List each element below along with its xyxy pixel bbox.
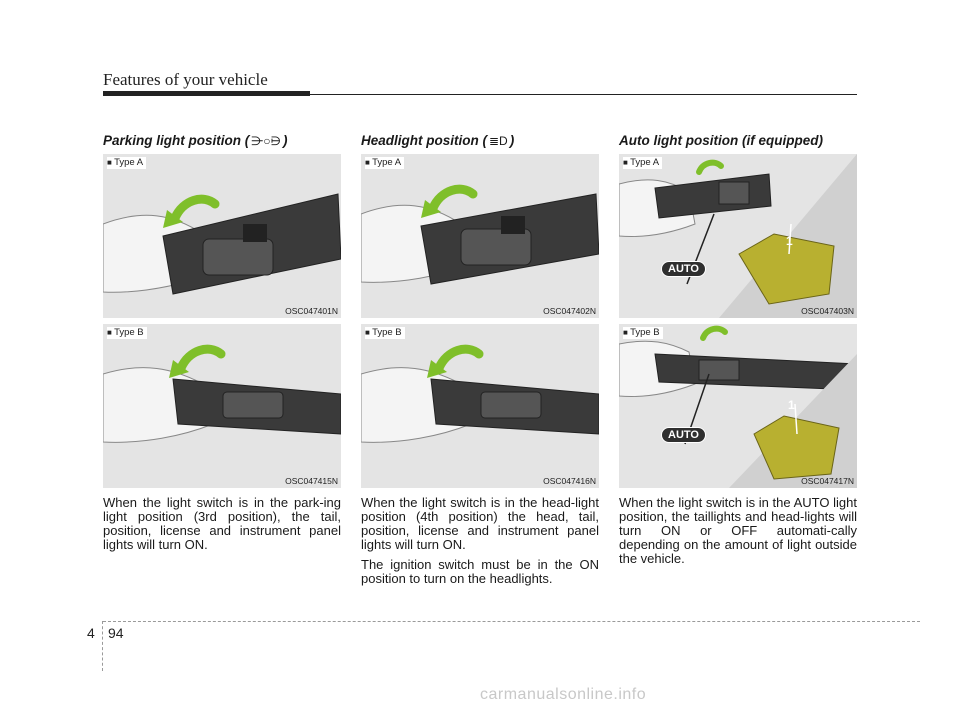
light-switch-illustration: [361, 184, 599, 285]
type-label: ■ Type B: [365, 327, 405, 339]
type-label-text: Type A: [630, 157, 660, 168]
paragraph: When the light switch is in the AUTO lig…: [619, 495, 857, 566]
auto-tag: AUTO: [661, 261, 706, 277]
body-text: When the light switch is in the head-lig…: [361, 496, 599, 586]
figure-type-b: ■ Type B OSC047415N: [103, 324, 341, 488]
header-rule-thin: [310, 94, 857, 95]
light-sensor: [738, 233, 835, 305]
rotate-arrow-icon: [170, 194, 220, 223]
figure-type-a: ■ Type A OSC047401N: [103, 154, 341, 318]
figure-code: OSC047415N: [285, 476, 338, 486]
section-headlight: Headlight position (≣D) ■ Type A OSC0474…: [361, 128, 599, 592]
figure-type-a: ■ Type A AUTO 1 OSC047403N: [619, 154, 857, 318]
section-parking-light: Parking light position (⋺○⋻) ■ Type A OS…: [103, 128, 341, 558]
callout-number: 1: [786, 234, 793, 248]
figure-code: OSC047402N: [543, 306, 596, 316]
paragraph: When the light switch is in the head-lig…: [361, 495, 599, 552]
light-sensor: [753, 415, 840, 480]
light-switch-illustration: [103, 344, 341, 443]
figure-type-b: ■ Type B AUTO 1 OSC047417N: [619, 324, 857, 488]
footer-vertical-rule: [102, 621, 103, 671]
chapter-number: 4: [87, 625, 95, 641]
type-label-text: Type A: [372, 157, 402, 168]
light-switch-illustration: [361, 344, 599, 443]
figure-code: OSC047403N: [801, 306, 854, 316]
rotate-arrow-icon: [696, 159, 724, 175]
parking-light-icon: ⋺○⋻: [251, 134, 281, 148]
auto-tag: AUTO: [661, 427, 706, 443]
type-label: ■ Type B: [623, 327, 663, 339]
section-auto-light: Auto light position (if equipped) ■ Type…: [619, 128, 857, 572]
page-number: 94: [108, 625, 124, 641]
headlight-icon: ≣D: [489, 134, 508, 148]
type-label: ■ Type A: [365, 157, 405, 169]
section-heading: Headlight position (≣D): [361, 128, 599, 154]
heading-close: ): [509, 133, 515, 148]
light-switch-illustration: [103, 193, 341, 295]
figure-code: OSC047417N: [801, 476, 854, 486]
paragraph: When the light switch is in the park-ing…: [103, 495, 341, 552]
figure-code: OSC047416N: [543, 476, 596, 486]
heading-text: Parking light position (: [103, 133, 250, 148]
type-label-text: Type B: [372, 327, 402, 338]
type-label: ■ Type A: [623, 157, 663, 169]
rotate-arrow-icon: [176, 344, 226, 373]
heading-text: Headlight position (: [361, 133, 487, 148]
paragraph: The ignition switch must be in the ON po…: [361, 557, 599, 586]
callout-number: 1: [788, 398, 795, 412]
type-label-text: Type B: [114, 327, 144, 338]
watermark: carmanualsonline.info: [480, 686, 647, 703]
figure-type-a: ■ Type A OSC047402N: [361, 154, 599, 318]
rotate-arrow-icon: [434, 344, 484, 373]
rotate-arrow-icon: [428, 184, 478, 213]
type-label: ■ Type A: [107, 157, 147, 169]
heading-close: ): [282, 133, 288, 148]
body-text: When the light switch is in the AUTO lig…: [619, 496, 857, 566]
footer-rule: [103, 621, 920, 622]
type-label-text: Type A: [114, 157, 144, 168]
auto-light-illustration: [619, 325, 857, 488]
section-heading: Parking light position (⋺○⋻): [103, 128, 341, 154]
type-label: ■ Type B: [107, 327, 147, 339]
figure-code: OSC047401N: [285, 306, 338, 316]
auto-light-illustration: [619, 154, 857, 318]
heading-text: Auto light position (if equipped): [619, 133, 823, 148]
body-text: When the light switch is in the park-ing…: [103, 496, 341, 552]
header-rule-thick: [103, 91, 310, 96]
rotate-arrow-icon: [700, 325, 728, 341]
figure-type-b: ■ Type B OSC047416N: [361, 324, 599, 488]
section-heading: Auto light position (if equipped): [619, 128, 857, 154]
type-label-text: Type B: [630, 327, 660, 338]
page-header-title: Features of your vehicle: [103, 70, 268, 89]
